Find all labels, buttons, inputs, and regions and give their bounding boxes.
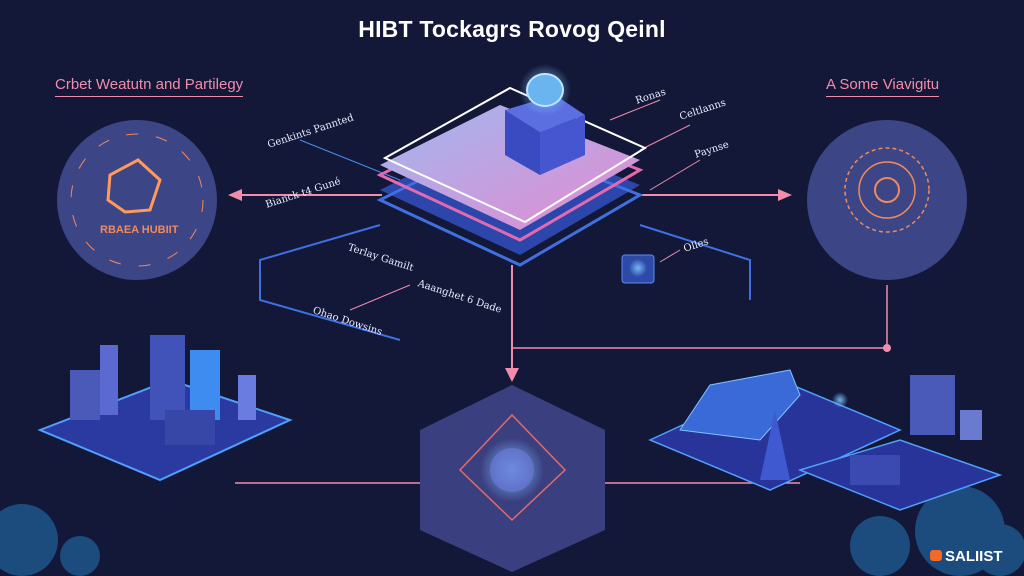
bottom-hexagon <box>420 385 605 572</box>
left-circle-label: RBAEA HUBIIT <box>100 224 179 236</box>
left-section-heading: Crbet Weatutn and Partilegy <box>55 76 244 97</box>
central-platform <box>376 64 655 284</box>
brand-name: SALIIST <box>945 548 1003 565</box>
page-title: HIBT Tockagrs Rovog Qeinl <box>358 16 666 42</box>
right-car-scene <box>648 369 1003 511</box>
right-circle-graphic <box>807 120 967 280</box>
left-circle-graphic <box>57 120 217 280</box>
right-section-heading: A Some Viavigitu <box>826 76 940 97</box>
brand-logo-icon <box>930 550 942 561</box>
left-city-scene <box>37 335 293 482</box>
